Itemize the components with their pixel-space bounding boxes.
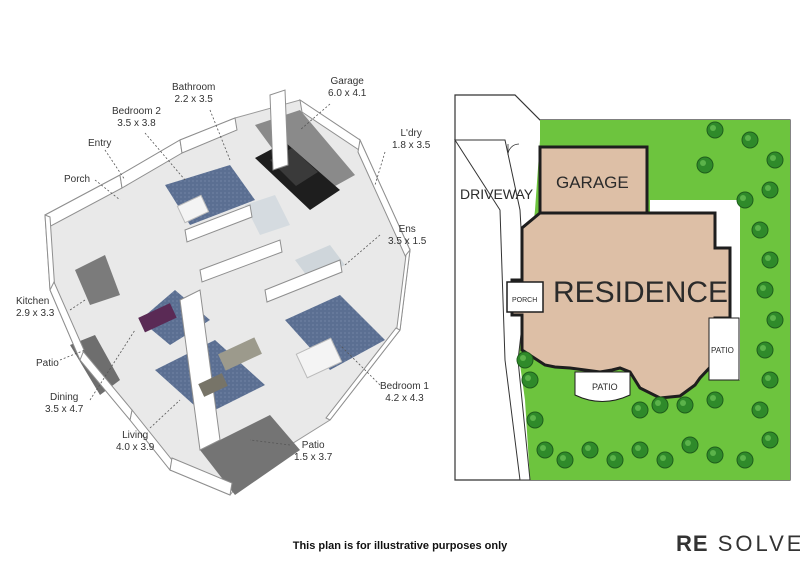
patio-bottom-label: PATIO [592,382,618,392]
room-size: 4.2 x 4.3 [385,393,424,404]
porch-label: PORCH [512,297,537,304]
tree-highlight [765,255,771,261]
dining-table [138,303,177,333]
trees [516,121,784,469]
room-name: Patio [36,358,59,369]
room-name: Bedroom 2 [112,106,161,117]
tree-highlight [560,455,566,461]
room-size: 3.5 x 3.8 [117,118,156,129]
tree-highlight [635,405,641,411]
brand-bold: RE [676,531,709,556]
bathroom-floor [245,195,290,235]
room-size: 6.0 x 4.1 [328,88,367,99]
room-size: 1.8 x 3.5 [392,140,431,151]
tree-highlight [540,445,546,451]
bedroom1-floor [285,295,385,370]
room-name: Living [122,430,149,441]
patio-tile-bottom [200,415,300,495]
room-label-kitchen: Kitchen 2.9 x 3.3 [16,296,54,320]
tree-highlight [710,450,716,456]
tree-highlight [765,375,771,381]
garage-label: GARAGE [556,173,629,192]
tree-highlight [760,345,766,351]
room-name: Ens [398,224,416,235]
room-size: 3.5 x 4.7 [45,404,84,415]
patio-bottom-block [574,371,631,402]
room-size: 1.5 x 3.7 [294,452,333,463]
driveway-edge [454,139,531,481]
door-arc [507,143,520,156]
tree-highlight [525,375,531,381]
walls [44,89,411,496]
room-name: Bathroom [172,82,216,93]
room-size: 2.9 x 3.3 [16,308,55,319]
tree-highlight [655,400,661,406]
tree-highlight [660,455,666,461]
patio-right-block [708,317,740,381]
tree-highlight [680,400,686,406]
room-name: Dining [50,392,79,403]
tree-highlight [745,135,751,141]
tree-highlight [740,455,746,461]
room-label-patio-bottom: Patio 1.5 x 3.7 [294,440,332,464]
driveway-label: DRIVEWAY [460,186,534,202]
leader-lines [59,103,386,446]
room-label-garage: Garage 6.0 x 4.1 [328,76,366,100]
room-size: 2.2 x 3.5 [174,94,213,105]
tree-highlight [635,445,641,451]
garage-block [538,145,649,215]
tree-highlight [530,415,536,421]
tree-highlight [740,195,746,201]
tree-highlight [770,155,776,161]
tree-highlight [765,185,771,191]
room-size: 3.5 x 1.5 [388,236,427,247]
tree-highlight [700,160,706,166]
brand-logo: RE SOLVE [676,531,800,557]
room-label-living: Living 4.0 x 3.9 [116,430,154,454]
room-label-porch: Porch [64,174,90,186]
tree-highlight [585,445,591,451]
room-name: Garage [330,76,364,87]
bed-2 [176,194,210,224]
tree-highlight [755,225,761,231]
room-name: Patio [301,440,325,451]
room-name: Porch [64,174,91,185]
tree-highlight [685,440,691,446]
coffee-table [198,373,228,397]
tree-highlight [760,285,766,291]
bed [295,337,343,379]
room-label-bedroom2: Bedroom 2 3.5 x 3.8 [112,106,161,130]
residence-label: RESIDENCE [553,276,728,309]
tree-highlight [710,125,716,131]
tree-highlight [755,405,761,411]
kitchen-tile [75,255,120,305]
room-label-entry: Entry [88,138,111,150]
room-size: 4.0 x 3.9 [116,442,155,453]
brand-light: SOLVE [717,531,800,556]
room-label-bathroom: Bathroom 2.2 x 3.5 [172,82,215,106]
porch-block [506,281,544,313]
room-label-laundry: L'dry 1.8 x 3.5 [392,128,430,152]
tree-highlight [765,435,771,441]
room-label-dining: Dining 3.5 x 4.7 [45,392,83,416]
tree-highlight [710,395,716,401]
room-name: Bedroom 1 [380,381,429,392]
tree-highlight [610,455,616,461]
room-label-patio-left: Patio [36,358,59,370]
ensuite-floor [295,245,345,280]
patio-right-label: PATIO [711,346,734,355]
tree-highlight [520,355,526,361]
room-label-ens: Ens 3.5 x 1.5 [388,224,426,248]
disclaimer-text: This plan is for illustrative purposes o… [292,540,508,552]
room-name: Kitchen [16,296,50,307]
tree-highlight [770,315,776,321]
room-name: Entry [88,138,112,149]
room-label-bedroom1: Bedroom 1 4.2 x 4.3 [380,381,429,405]
sofa [218,337,262,371]
room-name: L'dry [400,128,422,139]
